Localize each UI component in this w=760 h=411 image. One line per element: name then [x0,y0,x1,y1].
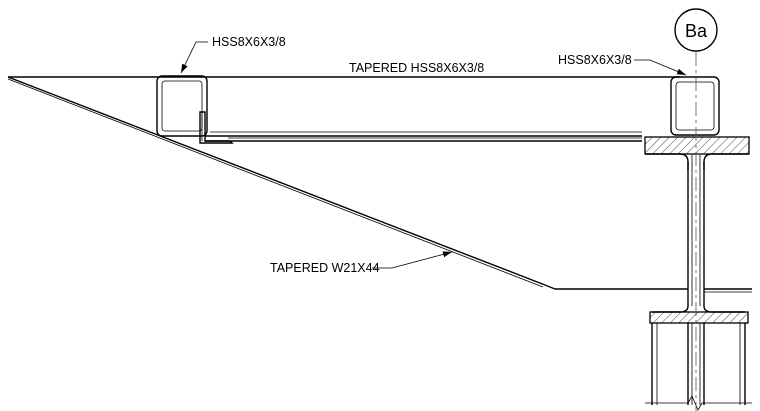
callout-hss-left: HSS8X6X3/8 [212,35,286,49]
callout-hss-right: HSS8X6X3/8 [558,53,632,67]
callout-tapered-hss: TAPERED HSS8X6X3/8 [349,61,484,75]
hss-section-right [670,76,720,136]
hss-section-left [156,75,234,144]
callout-tapered-w: TAPERED W21X44 [270,261,380,275]
tapered-beam-outline [7,76,688,290]
tapered-hss-beam [205,131,642,142]
base-plate [649,305,749,324]
grid-bubble-label: Ba [685,21,708,41]
grid-bubble: Ba [674,8,718,52]
lower-column [645,323,752,411]
column-web [687,155,752,306]
callout-leaders [180,41,687,269]
cap-plate-top [644,136,750,170]
